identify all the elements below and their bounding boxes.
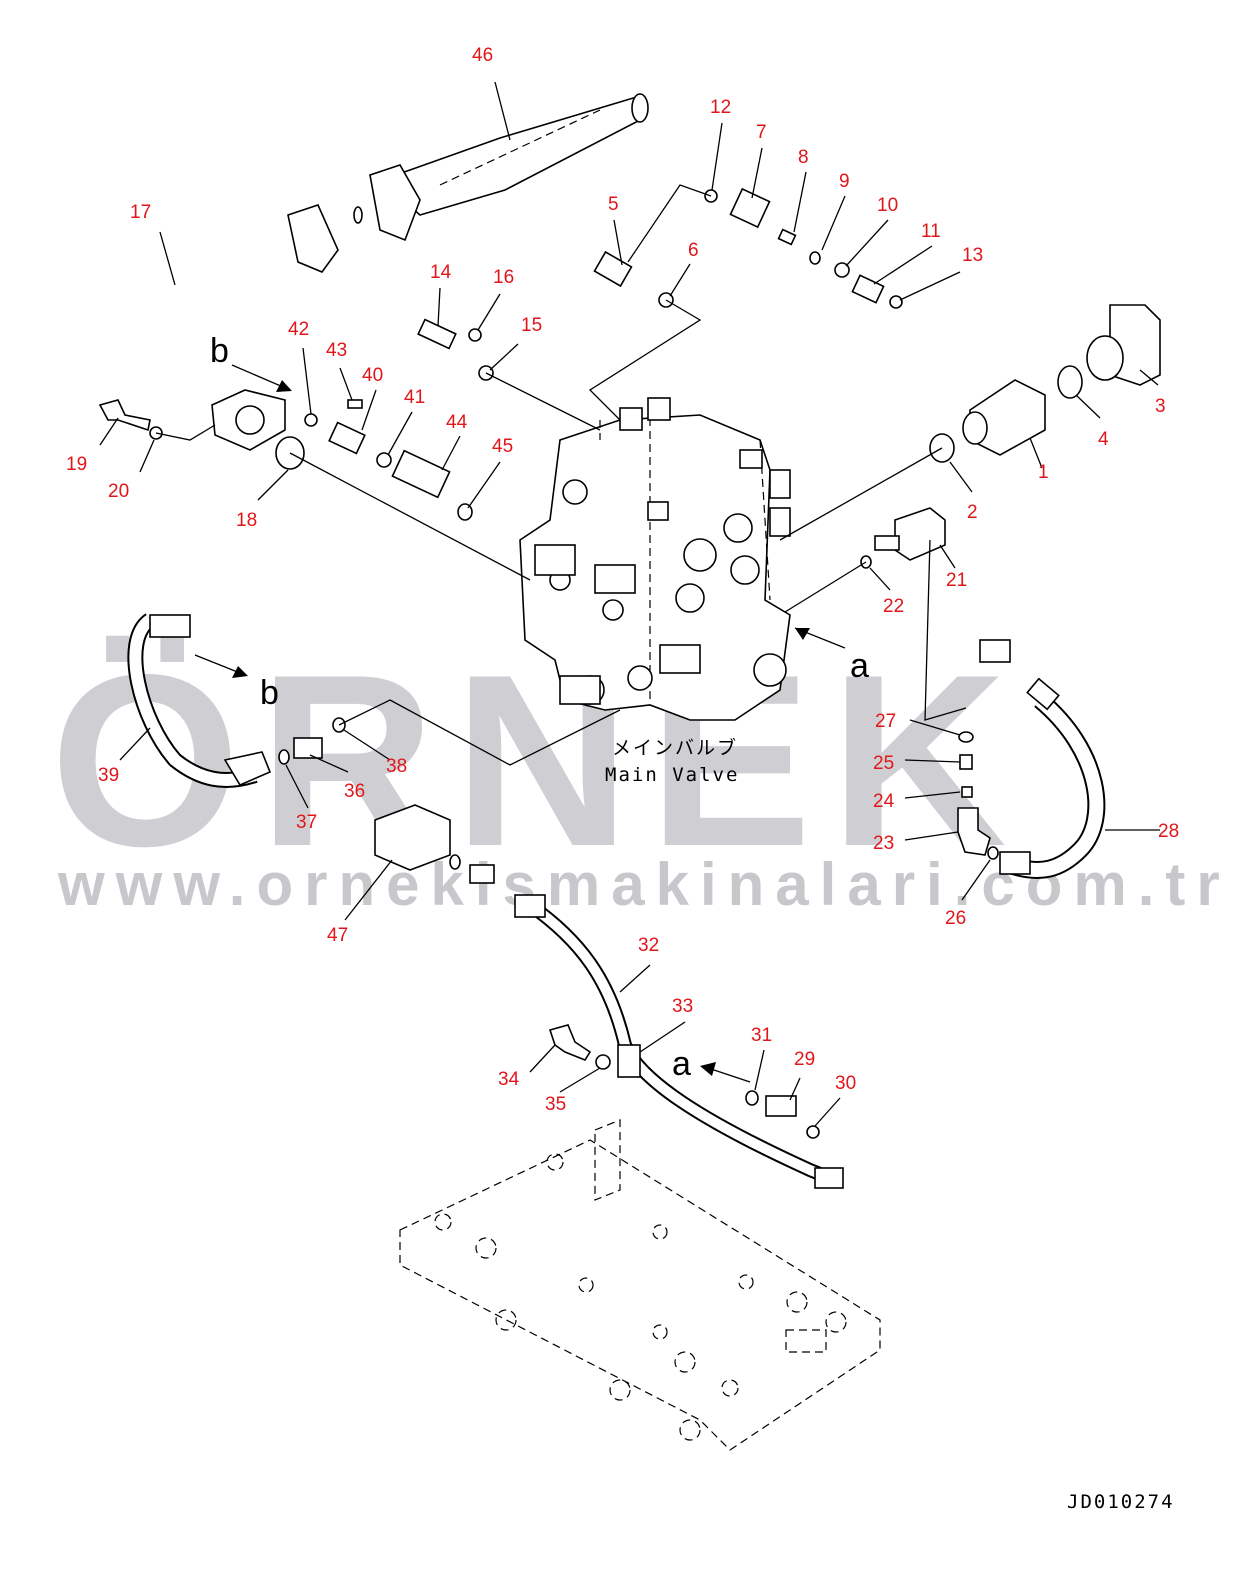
callout-8: 8	[798, 147, 809, 168]
callout-13: 13	[962, 245, 983, 266]
callout-31: 31	[751, 1025, 772, 1046]
callout-21: 21	[946, 570, 967, 591]
callout-19: 19	[66, 454, 87, 475]
callout-43: 43	[326, 340, 347, 361]
callout-20: 20	[108, 481, 129, 502]
view-arrow-a-lower: a	[672, 1045, 691, 1083]
callout-17: 17	[130, 202, 151, 223]
callout-3: 3	[1155, 396, 1166, 417]
callout-18: 18	[236, 510, 257, 531]
view-arrow-b-upper: b	[210, 332, 229, 370]
callout-28: 28	[1158, 821, 1179, 842]
callout-26: 26	[945, 908, 966, 929]
main-valve-label-en: Main Valve	[605, 764, 739, 786]
hose-39-assembly	[127, 613, 346, 788]
callout-38: 38	[386, 756, 407, 777]
callout-46: 46	[472, 45, 493, 66]
callout-5: 5	[608, 194, 619, 215]
callout-labels: 1 2 3 4 5 6 7 8 9 10 11 12 13 14 15 16 1…	[66, 45, 1179, 1115]
callout-9: 9	[839, 171, 850, 192]
right-parts	[860, 304, 1161, 569]
callout-1: 1	[1038, 462, 1049, 483]
callout-12: 12	[710, 97, 731, 118]
callout-14: 14	[430, 262, 452, 283]
callout-47: 47	[327, 925, 348, 946]
main-valve	[519, 397, 791, 721]
mounting-plate	[399, 1119, 881, 1451]
main-valve-caption: メインバルブ Main Valve	[605, 736, 739, 786]
callout-32: 32	[638, 935, 659, 956]
callout-24: 24	[873, 791, 895, 812]
callout-22: 22	[883, 596, 904, 617]
callout-11: 11	[921, 221, 941, 242]
view-arrow-b-lower: b	[260, 674, 279, 712]
callout-45: 45	[492, 436, 513, 457]
callout-39: 39	[98, 765, 119, 786]
watermark-brand: ÖRNEK	[50, 623, 1025, 897]
part-46-hose	[353, 93, 649, 242]
callout-29: 29	[794, 1049, 815, 1070]
callout-2: 2	[967, 502, 978, 523]
callout-41: 41	[404, 387, 425, 408]
callout-33: 33	[672, 996, 693, 1017]
view-arrows: a a b b	[210, 332, 869, 1083]
leader-lines	[99, 81, 1160, 1127]
callout-7: 7	[756, 122, 767, 143]
callout-40: 40	[362, 365, 383, 386]
part-17-pipe	[125, 204, 339, 451]
callout-35: 35	[545, 1094, 566, 1115]
callout-30: 30	[835, 1073, 856, 1094]
callout-10: 10	[877, 195, 898, 216]
callout-37: 37	[296, 812, 317, 833]
callout-25: 25	[873, 753, 894, 774]
callout-4: 4	[1098, 429, 1109, 450]
callout-6: 6	[688, 240, 699, 261]
callout-23: 23	[873, 833, 894, 854]
main-valve-label-jp: メインバルブ	[612, 736, 738, 759]
callout-36: 36	[344, 781, 365, 802]
drawing-code: JD010274	[1067, 1491, 1175, 1513]
hose-28-assembly	[957, 639, 1106, 879]
callout-15: 15	[521, 315, 542, 336]
callout-16: 16	[493, 267, 514, 288]
view-arrow-a-upper: a	[850, 647, 869, 685]
callout-34: 34	[498, 1069, 520, 1090]
block-47-hose-32	[374, 804, 844, 1189]
callout-44: 44	[446, 412, 468, 433]
callout-42: 42	[288, 319, 309, 340]
callout-27: 27	[875, 711, 896, 732]
small-fittings	[98, 187, 903, 521]
